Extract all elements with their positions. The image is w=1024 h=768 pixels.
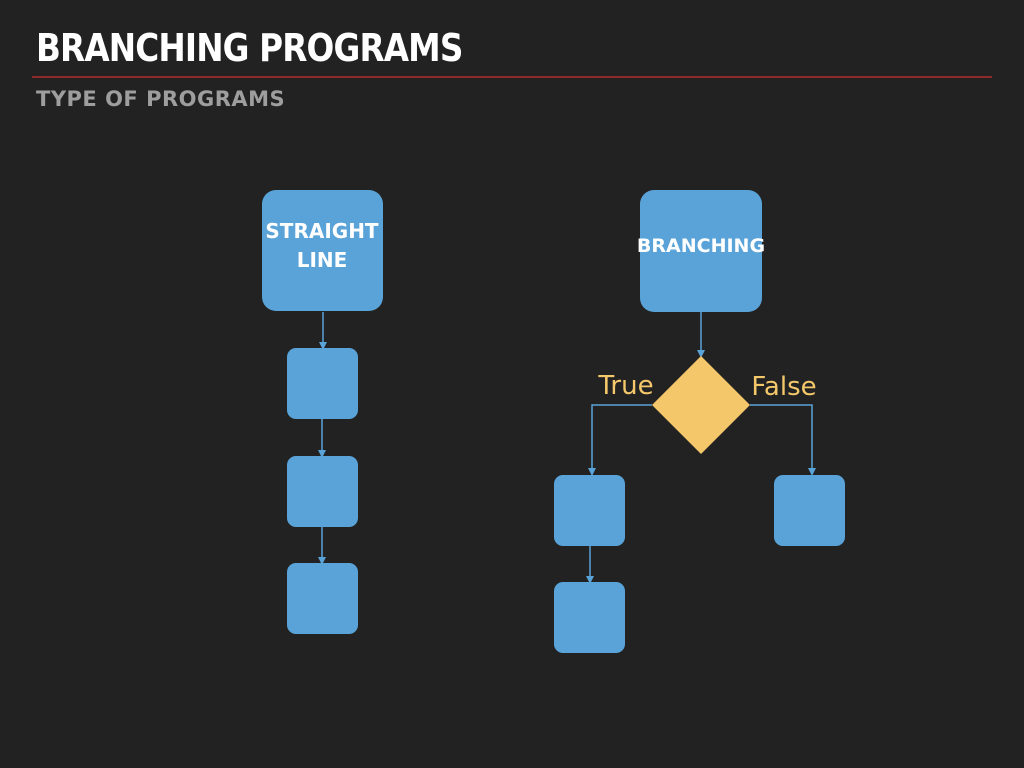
decision-diamond <box>652 356 750 454</box>
straight-step-node-3 <box>287 563 358 634</box>
false-branch-label: False <box>751 372 816 402</box>
straight-step-node-1 <box>287 348 358 419</box>
true-branch-connector <box>588 404 652 476</box>
true-branch-step-node-2 <box>554 582 625 653</box>
slide-title: BRANCHING PROGRAMS <box>36 26 463 70</box>
branching-flow: BRANCHING True False <box>554 190 845 653</box>
false-branch-connector <box>750 404 816 476</box>
slide-subtitle: TYPE OF PROGRAMS <box>36 87 286 111</box>
true-branch-label: True <box>597 371 653 401</box>
false-branch-step-node-1 <box>774 475 845 546</box>
straight-line-label-2: LINE <box>297 248 348 272</box>
straight-line-flow: STRAIGHT LINE <box>262 190 383 634</box>
branching-label: BRANCHING <box>637 235 765 257</box>
title-divider <box>32 76 992 78</box>
true-branch-step-node-1 <box>554 475 625 546</box>
straight-line-label-1: STRAIGHT <box>265 219 379 243</box>
branching-start-node <box>640 190 762 312</box>
straight-line-start-node <box>262 190 383 311</box>
straight-step-node-2 <box>287 456 358 527</box>
